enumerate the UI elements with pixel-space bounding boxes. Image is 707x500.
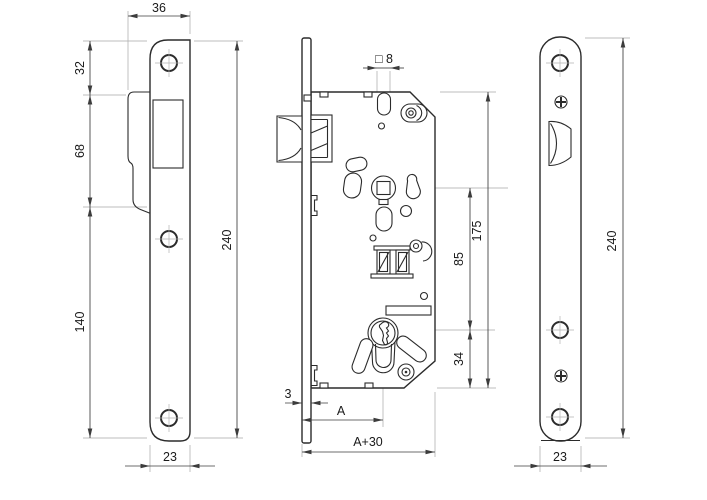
- lock-case-front-view: □ 8 85 175 34 3 A A+30: [276, 37, 508, 457]
- strike-plate-lip: [127, 91, 151, 214]
- dim-label-overall-depth: A+30: [353, 435, 383, 449]
- dim-label-faceplate-height: 240: [605, 231, 619, 252]
- top-oval-cutout: [376, 92, 392, 116]
- forend-strip: [301, 37, 312, 444]
- cam-oval-right: [396, 335, 427, 363]
- dim-label-hub-to-cylinder: 85: [452, 252, 466, 266]
- oval-cutout-b: [342, 172, 363, 199]
- small-hole-upper: [377, 122, 386, 130]
- small-hole-lower: [419, 291, 429, 301]
- latch-bolt: [276, 114, 333, 163]
- screw-post-hook: [409, 239, 433, 262]
- dim-label-lip-width: 36: [152, 1, 166, 15]
- faceplate-screw-top: [554, 95, 568, 109]
- deadbolt-guide: [370, 245, 414, 279]
- key-glyph: [378, 321, 390, 346]
- faceplate-crosshairs: [546, 49, 574, 431]
- faceplate-extension-lines: [539, 37, 630, 472]
- oval-cutout-c: [375, 206, 393, 232]
- faceplate-screw-bottom: [554, 369, 568, 383]
- strike-hole-crosshairs: [155, 49, 183, 432]
- dim-label-top-to-lip: 32: [73, 61, 87, 75]
- faceplate-front-view: 240 23: [514, 36, 630, 472]
- dim-label-strike-width: 23: [163, 450, 177, 464]
- spindle-hub: [370, 175, 397, 206]
- lock-case-edge-tabs: [319, 91, 374, 389]
- lock-case-dimensions: □ 8 85 175 34 3 A A+30: [285, 52, 491, 455]
- dim-label-case-height: 175: [470, 221, 484, 242]
- top-screw-slot: [400, 103, 428, 123]
- strike-box-cutout: [152, 99, 184, 169]
- cam-oval-left: [351, 338, 374, 374]
- dim-label-spindle-square: □ 8: [375, 52, 393, 66]
- bottom-rivet: [397, 363, 415, 381]
- small-hole-left: [369, 234, 377, 242]
- dim-label-faceplate-thickness: 3: [285, 387, 292, 401]
- keyhole-cutout: [405, 173, 421, 200]
- latch-cutout: [548, 120, 572, 167]
- dim-label-faceplate-width: 23: [553, 450, 567, 464]
- dim-label-strike-height: 240: [220, 230, 234, 251]
- dim-label-backset: A: [337, 404, 346, 418]
- faceplate-dimensions: 240 23: [514, 38, 626, 469]
- forend-clips: [303, 94, 318, 387]
- euro-cylinder-hole: [367, 317, 399, 374]
- stop-lever-plate: [385, 305, 432, 316]
- oval-cutout-a: [345, 156, 368, 173]
- strike-plate-dimensions: 36 32 68 140 240 23: [73, 1, 240, 469]
- strike-plate-side-view: 36 32 68 140 240 23: [73, 1, 243, 472]
- dim-label-lip-to-bottom: 140: [73, 312, 87, 333]
- lock-case-internals: [342, 92, 433, 381]
- dim-label-lip-length: 68: [73, 144, 87, 158]
- small-hole-mid: [399, 204, 413, 218]
- dim-label-cylinder-to-bottom: 34: [452, 352, 466, 366]
